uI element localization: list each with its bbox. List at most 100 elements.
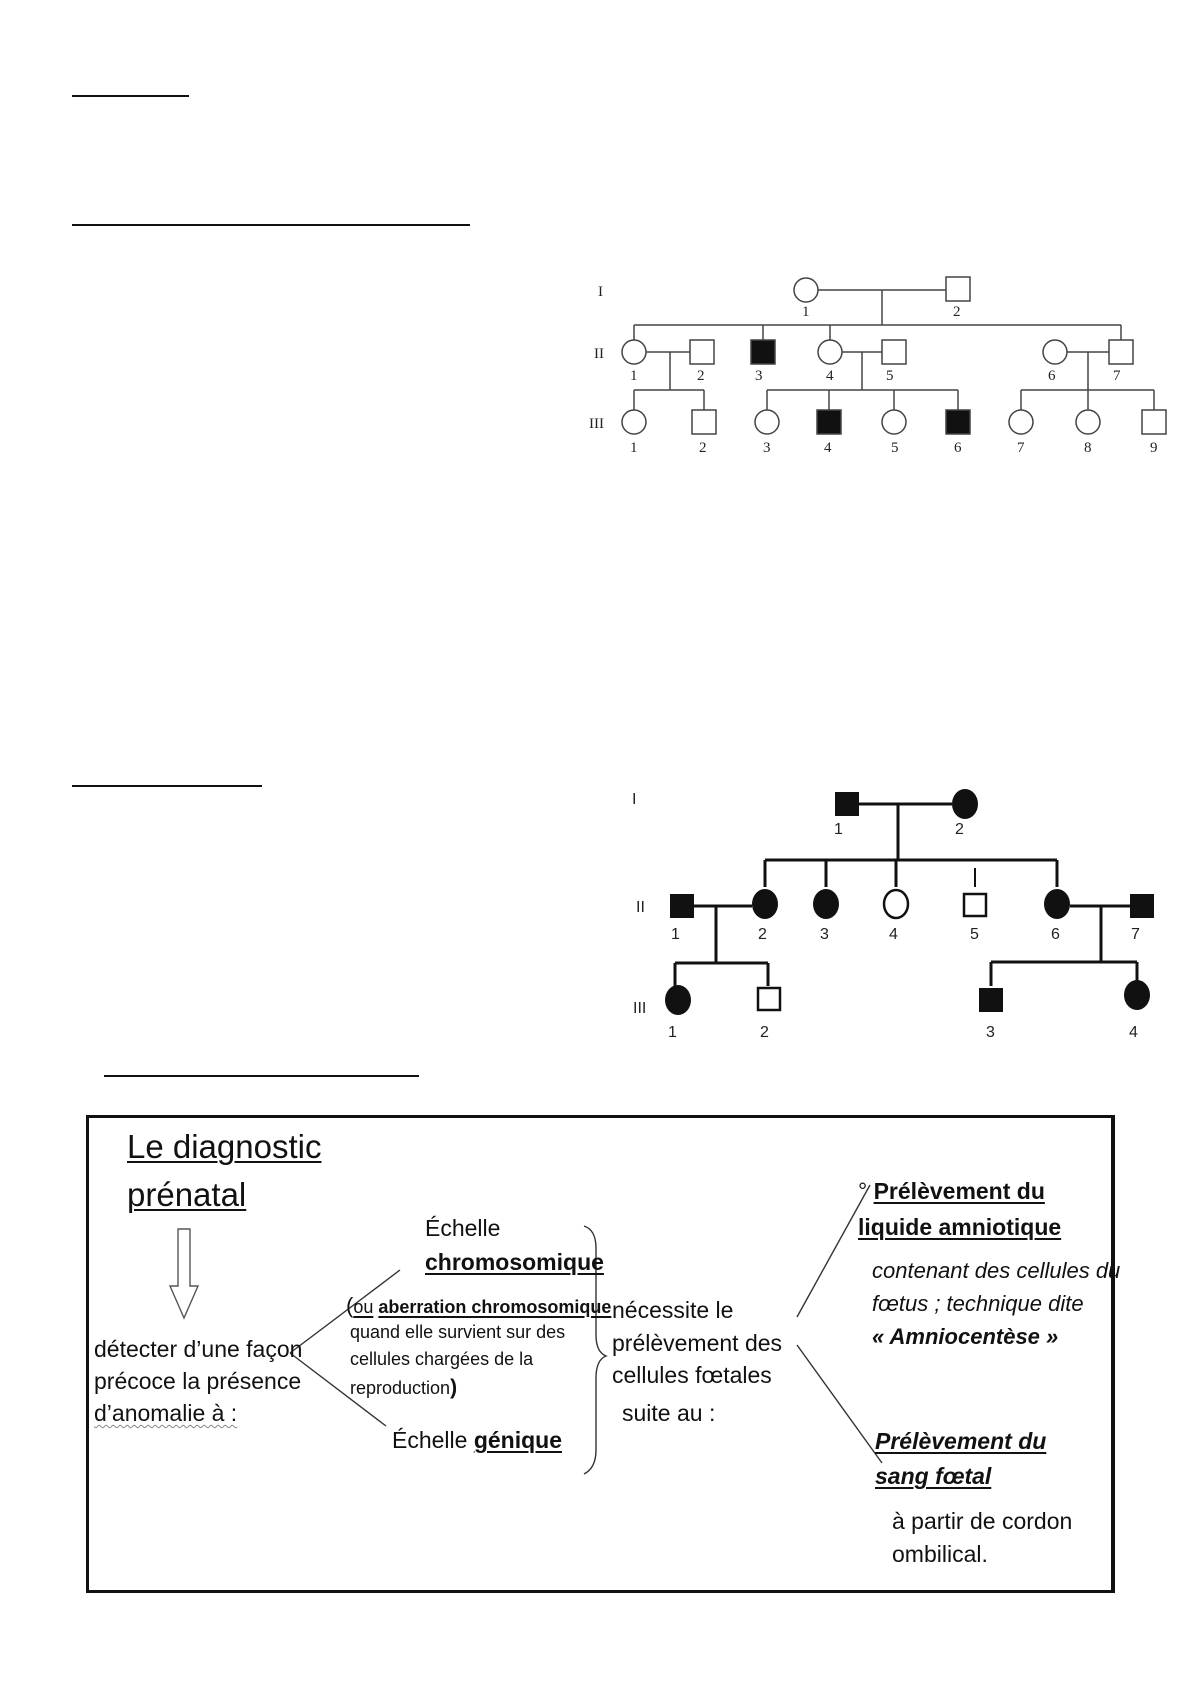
blood-desc-line1: à partir de cordon bbox=[892, 1508, 1073, 1534]
left-text-line3: d’anomalie à : bbox=[94, 1400, 237, 1427]
amnio-title-text1: Prélèvement du bbox=[873, 1178, 1045, 1204]
p1-number: 8 bbox=[1084, 440, 1092, 456]
p1-number: 2 bbox=[953, 304, 961, 320]
p1-III-9 bbox=[1141, 409, 1167, 435]
middle-suffix: suite au : bbox=[622, 1400, 716, 1426]
p2-number: 4 bbox=[889, 926, 898, 943]
p2-I-1 bbox=[835, 792, 859, 816]
p1-number: 7 bbox=[1113, 368, 1121, 384]
p2-number: 2 bbox=[955, 821, 964, 838]
chromosomal-scale-term: chromosomique bbox=[425, 1249, 604, 1275]
p2-II-1 bbox=[670, 894, 694, 918]
p2-gen-label: III bbox=[633, 1000, 646, 1017]
diagram-title-line1: Le diagnostic bbox=[127, 1128, 322, 1165]
p1-number: 1 bbox=[802, 304, 810, 320]
amnio-title-line2: liquide amniotique bbox=[858, 1214, 1062, 1240]
aberration-prefix: ou bbox=[353, 1297, 374, 1317]
open-paren: ( bbox=[346, 1293, 354, 1318]
blood-title-line1: Prélèvement du bbox=[875, 1428, 1047, 1454]
close-paren: ) bbox=[450, 1376, 458, 1399]
p1-gen-label: II bbox=[594, 346, 604, 362]
heading-underline-2 bbox=[72, 224, 470, 226]
curly-brace bbox=[583, 1225, 608, 1475]
p1-number: 2 bbox=[699, 440, 707, 456]
p1-III-1 bbox=[621, 409, 647, 435]
p1-number: 4 bbox=[824, 440, 832, 456]
middle-text-line3: cellules fœtales bbox=[612, 1362, 772, 1388]
gene-scale-term: génique bbox=[473, 1427, 562, 1453]
p1-III-6 bbox=[945, 409, 971, 435]
left-text-line3-span: d’anomalie à : bbox=[94, 1400, 238, 1426]
p1-number: 5 bbox=[886, 368, 894, 384]
left-text-line2: précoce la présence bbox=[94, 1368, 302, 1394]
left-text-line1: détecter d’une façon bbox=[94, 1336, 303, 1362]
p2-III-1 bbox=[665, 985, 691, 1015]
blood-desc-line2: ombilical. bbox=[892, 1541, 988, 1567]
p1-number: 7 bbox=[1017, 440, 1025, 456]
middle-text-line1: nécessite le bbox=[612, 1297, 734, 1323]
p2-number: 5 bbox=[970, 926, 979, 943]
heading-underline-3 bbox=[72, 785, 262, 787]
p2-number: 4 bbox=[1129, 1024, 1138, 1041]
p2-II-4 bbox=[882, 888, 910, 920]
p1-III-5 bbox=[881, 409, 907, 435]
aberration-note-line3: cellules chargées de la bbox=[350, 1349, 534, 1369]
p1-number: 9 bbox=[1150, 440, 1158, 456]
amnio-desc-line1: contenant des cellules du bbox=[872, 1258, 1121, 1283]
prenatal-diagnosis-diagram bbox=[86, 1115, 1115, 1593]
p2-III-3 bbox=[979, 988, 1003, 1012]
down-arrow-icon bbox=[168, 1228, 200, 1320]
p1-III-3 bbox=[754, 409, 780, 435]
gene-scale-word: Échelle bbox=[392, 1427, 468, 1453]
heading-underline-4 bbox=[104, 1075, 419, 1077]
p1-gen-label: III bbox=[589, 416, 604, 432]
p1-number: 3 bbox=[763, 440, 771, 456]
p2-number: 7 bbox=[1131, 926, 1140, 943]
p2-number: 1 bbox=[671, 926, 680, 943]
p1-number: 1 bbox=[630, 368, 638, 384]
bullet-icon: ° bbox=[858, 1178, 868, 1204]
p2-II-2 bbox=[752, 889, 778, 919]
p2-II-5 bbox=[962, 892, 988, 918]
chromosomal-scale-label: Échelle bbox=[425, 1215, 501, 1241]
aberration-note-line4-text: reproduction bbox=[350, 1378, 451, 1398]
middle-text-line2: prélèvement des bbox=[612, 1330, 783, 1356]
p2-number: 2 bbox=[758, 926, 767, 943]
p1-III-8 bbox=[1075, 409, 1101, 435]
aberration-note-line1: (ou aberration chromosomique bbox=[346, 1293, 611, 1319]
p2-III-4 bbox=[1124, 980, 1150, 1010]
p1-number: 4 bbox=[826, 368, 834, 384]
aberration-note-line4: reproduction) bbox=[350, 1376, 457, 1400]
p1-gen-label: I bbox=[598, 284, 603, 300]
p1-I-2 bbox=[945, 276, 971, 302]
p2-number: 2 bbox=[760, 1024, 769, 1041]
gene-scale: Échelle génique bbox=[392, 1427, 562, 1454]
aberration-note-line2: quand elle survient sur des bbox=[350, 1322, 566, 1342]
p2-number: 1 bbox=[834, 821, 843, 838]
aberration-term: aberration chromosomique bbox=[378, 1297, 612, 1317]
p2-number: 6 bbox=[1051, 926, 1060, 943]
p2-II-6 bbox=[1044, 889, 1070, 919]
p1-III-7 bbox=[1008, 409, 1034, 435]
p1-number: 5 bbox=[891, 440, 899, 456]
p2-number: 3 bbox=[820, 926, 829, 943]
amnio-desc-line2: fœtus ; technique dite bbox=[872, 1291, 1084, 1316]
p2-II-3 bbox=[813, 889, 839, 919]
p2-I-2 bbox=[952, 789, 978, 819]
blood-title-line2: sang fœtal bbox=[875, 1463, 992, 1489]
p1-III-2 bbox=[691, 409, 717, 435]
p1-II-3 bbox=[750, 339, 776, 365]
p2-gen-label: I bbox=[632, 791, 636, 808]
p2-number: 3 bbox=[986, 1024, 995, 1041]
p1-number: 3 bbox=[755, 368, 763, 384]
p1-III-4 bbox=[816, 409, 842, 435]
amnio-title-line1: ° Prélèvement du bbox=[858, 1178, 1045, 1205]
amnio-desc-line3: « Amniocentèse » bbox=[872, 1324, 1059, 1349]
heading-underline-1 bbox=[72, 95, 189, 97]
p2-III-2 bbox=[756, 986, 782, 1012]
p1-number: 2 bbox=[697, 368, 705, 384]
p1-number: 6 bbox=[954, 440, 962, 456]
p2-number: 1 bbox=[668, 1024, 677, 1041]
